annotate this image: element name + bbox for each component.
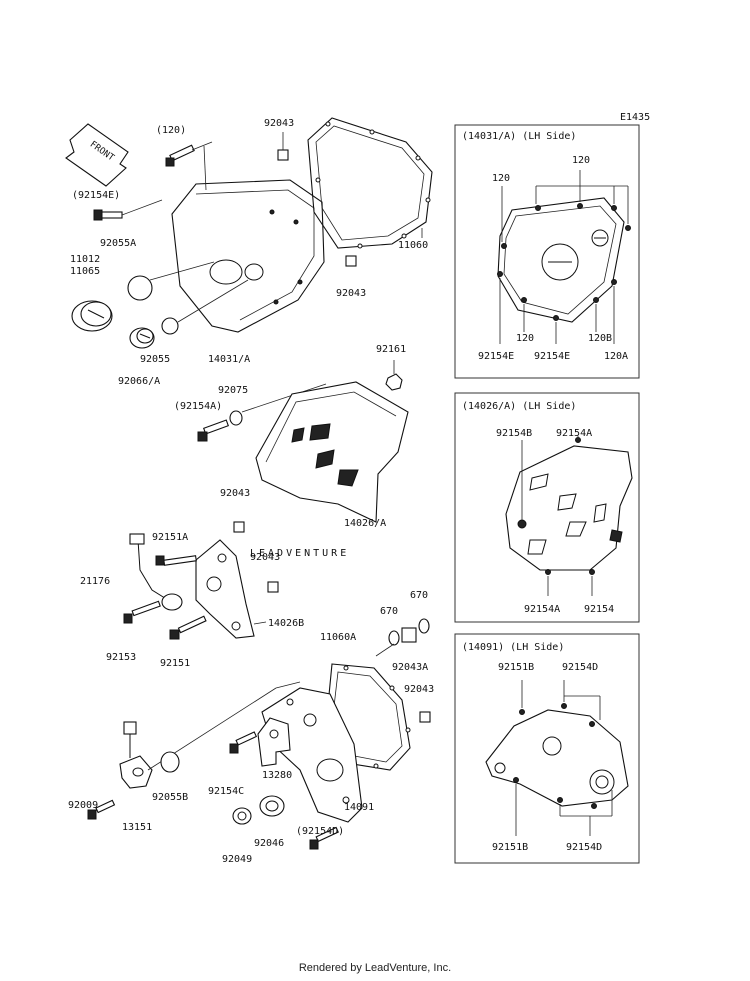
diagram-code: E1435 <box>620 112 650 123</box>
label-92151: 92151 <box>160 658 190 669</box>
bolt-92154A <box>197 419 230 442</box>
bolt-92154C <box>229 731 258 754</box>
inset-14026A: (14026/A) (LH Side) 92154B 92154A 92154A… <box>454 392 640 623</box>
label-11060A: 11060A <box>320 632 356 643</box>
inset-14031A: (14031/A) (LH Side) 120 120 120 120B 921… <box>454 124 640 379</box>
inset1-120B: 120B <box>588 333 612 344</box>
bolt-92151A <box>155 555 197 566</box>
sensor-13151 <box>119 721 153 789</box>
label-11012: 11012 <box>70 254 100 265</box>
label-92154E: (92154E) <box>72 190 120 201</box>
label-92066A: 92066/A <box>118 376 160 387</box>
bolt-92151 <box>169 615 207 640</box>
label-14031A: 14031/A <box>208 354 250 365</box>
plug-92066A <box>129 327 155 349</box>
sensor-21176 <box>129 533 183 611</box>
label-92049: 92049 <box>222 854 252 865</box>
washer-670-a <box>388 630 400 646</box>
label-14026A: 14026/A <box>344 518 386 529</box>
label-14091: 14091 <box>344 802 374 813</box>
washer-670-b <box>418 618 430 634</box>
inset2-title: (14026/A) (LH Side) <box>462 401 576 412</box>
label-11065: 11065 <box>70 266 100 277</box>
label-92055A: 92055A <box>100 238 136 249</box>
label-14026B: 14026B <box>268 618 304 629</box>
inset1-120-top: 120 <box>572 155 590 166</box>
dowel-92043-c <box>233 521 245 533</box>
dowel-92043A <box>401 627 417 643</box>
label-92043-a: 92043 <box>264 118 294 129</box>
inset3-92151B-top: 92151B <box>498 662 534 673</box>
label-92055: 92055 <box>140 354 170 365</box>
inset1-120-bottom: 120 <box>516 333 534 344</box>
washer-92075 <box>229 410 243 426</box>
label-92154A: (92154A) <box>174 401 222 412</box>
dowel-92043-d <box>267 581 279 593</box>
o-ring-92055A <box>127 275 153 301</box>
watermark: LEADVENTURE <box>250 548 349 559</box>
nut-92161 <box>385 373 403 391</box>
label-92161: 92161 <box>376 344 406 355</box>
inset2-92154B: 92154B <box>496 428 532 439</box>
cover-14031A <box>171 179 325 333</box>
bolt-92154E <box>93 209 123 221</box>
dowel-92043-e <box>419 711 431 723</box>
cover-14091 <box>261 687 363 823</box>
inset3-92154D-bottom: 92154D <box>566 842 602 853</box>
bolt-92153 <box>123 600 161 624</box>
main-labels: (120) (92154E) 92055A 11012 11065 92055 … <box>68 118 434 865</box>
inset3-92151B-bottom: 92151B <box>492 842 528 853</box>
label-13280: 13280 <box>262 770 292 781</box>
bracket-14026B <box>195 539 255 639</box>
label-670-b: 670 <box>410 590 428 601</box>
bolt-120 <box>165 144 195 167</box>
inset1-120A: 120A <box>604 351 628 362</box>
inset1-92154E-b: 92154E <box>534 351 570 362</box>
label-92043-d: 92043 <box>250 552 280 563</box>
label-92153: 92153 <box>106 652 136 663</box>
label-13151: 13151 <box>122 822 152 833</box>
label-21176: 21176 <box>80 576 110 587</box>
inset-14091: (14091) (LH Side) 92151B 92154D 92151B 9… <box>454 633 640 864</box>
dowel-92043-b <box>345 255 357 267</box>
label-92043-e: 92043 <box>404 684 434 695</box>
label-92055B: 92055B <box>152 792 188 803</box>
label-92043-b: 92043 <box>336 288 366 299</box>
inset3-92154D-top: 92154D <box>562 662 598 673</box>
o-ring-92055 <box>161 317 179 335</box>
label-670-a: 670 <box>380 606 398 617</box>
inset2-92154A-bottom: 92154A <box>524 604 560 615</box>
bolt-92009 <box>87 799 116 820</box>
bolt-92154D <box>309 826 339 850</box>
footer-credit: Rendered by LeadVenture, Inc. <box>298 962 452 974</box>
label-92043A: 92043A <box>392 662 428 673</box>
inset2-92154A-top: 92154A <box>556 428 592 439</box>
label-120: (120) <box>156 125 186 136</box>
label-92046: 92046 <box>254 838 284 849</box>
inset1-title: (14031/A) (LH Side) <box>462 131 576 142</box>
cover-14026A <box>255 381 409 523</box>
gasket-11060 <box>307 117 433 249</box>
dowel-92043-a <box>277 149 289 161</box>
label-92043-c: 92043 <box>220 488 250 499</box>
label-92009: 92009 <box>68 800 98 811</box>
label-92154C: 92154C <box>208 786 244 797</box>
label-92151A: 92151A <box>152 532 188 543</box>
front-arrow-icon: FRONT <box>65 123 129 187</box>
plug-11012 <box>71 300 113 332</box>
label-92075: 92075 <box>218 385 248 396</box>
inset1-120-left: 120 <box>492 173 510 184</box>
o-ring-92055B <box>160 751 180 773</box>
inset1-92154E-a: 92154E <box>478 351 514 362</box>
inset2-92154: 92154 <box>584 604 614 615</box>
inset3-title: (14091) (LH Side) <box>462 642 564 653</box>
label-92154D: (92154D) <box>296 826 344 837</box>
bracket-13280 <box>257 717 291 767</box>
label-11060: 11060 <box>398 240 428 251</box>
